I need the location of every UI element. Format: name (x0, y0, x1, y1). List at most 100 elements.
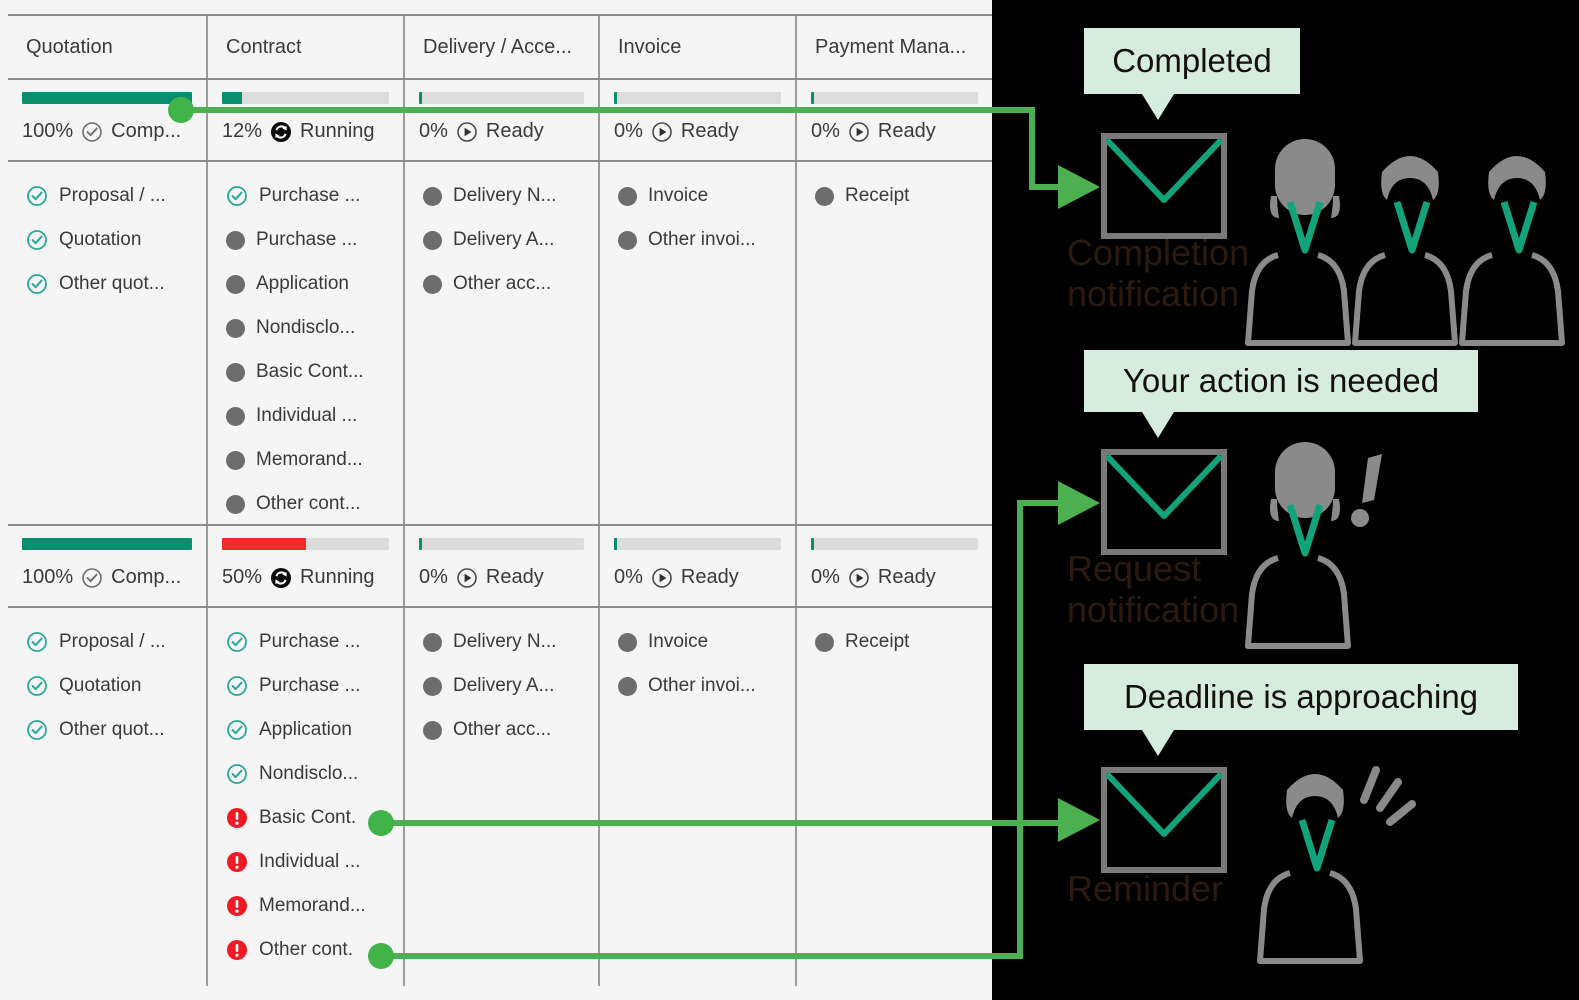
status-cell-1-4[interactable]: 0%Ready (797, 526, 992, 606)
table-header-row: Quotation Contract Delivery / Acce... In… (8, 16, 992, 80)
list-item[interactable]: Proposal / ... (26, 620, 196, 664)
column-header-contract[interactable]: Contract (208, 16, 405, 78)
list-item-label: Other quot... (59, 719, 165, 740)
process-table-area: Quotation Contract Delivery / Acce... In… (8, 14, 992, 986)
list-item[interactable]: Quotation (26, 218, 196, 262)
list-item[interactable]: Purchase ... (226, 218, 393, 262)
dot-grey-icon (226, 494, 245, 514)
progress-bar (811, 538, 978, 550)
status-label: Ready (680, 566, 739, 588)
list-item-label: Other acc... (453, 719, 552, 740)
list-item[interactable]: Quotation (26, 664, 196, 708)
list-item[interactable]: Delivery A... (423, 218, 588, 262)
list-item[interactable]: Application (226, 708, 393, 752)
list-item[interactable]: Purchase ... (226, 174, 393, 218)
progress-percent: 100% (22, 120, 74, 142)
status-label: Ready (485, 566, 544, 588)
list-item[interactable]: Purchase ... (226, 620, 393, 664)
list-item[interactable]: Delivery N... (423, 174, 588, 218)
column-header-invoice[interactable]: Invoice (600, 16, 797, 78)
progress-bar (419, 92, 584, 104)
progress-bar-fill (614, 538, 618, 550)
progress-bar (614, 538, 781, 550)
status-line: 50%Running (222, 566, 389, 589)
status-cell-0-4[interactable]: 0%Ready (797, 80, 992, 160)
dot-grey-icon (423, 632, 442, 652)
list-item[interactable]: Proposal / ... (26, 174, 196, 218)
dot-grey-icon (815, 186, 834, 206)
list-item[interactable]: Other quot... (26, 262, 196, 306)
check-circle-grey-icon (82, 121, 102, 142)
status-cell-1-1[interactable]: 50%Running (208, 526, 405, 606)
list-item[interactable]: Other acc... (423, 262, 588, 306)
list-item[interactable]: Memorand... (226, 884, 393, 928)
list-item-label: Application (256, 273, 349, 294)
progress-bar (22, 92, 192, 104)
list-item[interactable]: Other invoi... (618, 664, 785, 708)
list-item[interactable]: Basic Cont. (226, 796, 393, 840)
list-item[interactable]: Memorand... (226, 438, 393, 482)
list-item[interactable]: Invoice (618, 174, 785, 218)
list-item[interactable]: Other cont... (226, 482, 393, 524)
avatar (1459, 156, 1565, 346)
list-item-label: Invoice (648, 185, 709, 206)
list-item[interactable]: Individual ... (226, 394, 393, 438)
list-item-label: Purchase ... (259, 675, 361, 696)
list-item-label: Delivery A... (453, 675, 555, 696)
status-line: 0%Ready (419, 120, 584, 143)
envelope-icon[interactable] (1101, 767, 1227, 873)
list-item[interactable]: Nondisclo... (226, 752, 393, 796)
status-cell-0-0[interactable]: 100%Comp... (8, 80, 208, 160)
envelope-icon[interactable] (1101, 133, 1227, 239)
status-cell-1-2[interactable]: 0%Ready (405, 526, 600, 606)
list-item-label: Receipt (845, 631, 910, 652)
dot-grey-icon (618, 186, 637, 206)
list-item[interactable]: Nondisclo... (226, 306, 393, 350)
list-item[interactable]: Other quot... (26, 708, 196, 752)
list-item[interactable]: Other invoi... (618, 218, 785, 262)
list-item[interactable]: Receipt (815, 620, 982, 664)
status-cell-1-0[interactable]: 100%Comp... (8, 526, 208, 606)
list-item[interactable]: Delivery N... (423, 620, 588, 664)
list-item[interactable]: Application (226, 262, 393, 306)
alert-circle-red-icon (227, 940, 247, 960)
list-item[interactable]: Basic Cont... (226, 350, 393, 394)
check-circle-teal-icon (27, 230, 47, 250)
status-cell-0-3[interactable]: 0%Ready (600, 80, 797, 160)
status-label: Ready (877, 566, 936, 588)
list-item[interactable]: Purchase ... (226, 664, 393, 708)
list-item[interactable]: Individual ... (226, 840, 393, 884)
check-circle-teal-icon (227, 186, 247, 206)
play-circle-icon (849, 567, 869, 588)
status-cell-0-1[interactable]: 12%Running (208, 80, 405, 160)
list-item-label: Other acc... (453, 273, 552, 294)
list-item[interactable]: Invoice (618, 620, 785, 664)
list-item-label: Quotation (59, 675, 142, 696)
items-cell-0-2: Delivery N...Delivery A... Other acc... (405, 162, 600, 524)
sync-circle-icon (271, 121, 292, 142)
dot-grey-icon (226, 318, 245, 338)
column-header-delivery[interactable]: Delivery / Acce... (405, 16, 600, 78)
status-line: 0%Ready (419, 566, 584, 589)
column-header-payment[interactable]: Payment Mana... (797, 16, 992, 78)
list-item[interactable]: Delivery A... (423, 664, 588, 708)
status-line: 100%Comp... (22, 566, 192, 589)
reminder-notification-label: Reminder (1067, 868, 1224, 909)
list-item-label: Purchase ... (259, 631, 361, 652)
avatar (1245, 139, 1351, 346)
list-item-label: Nondisclo... (256, 317, 356, 338)
list-item[interactable]: Other acc... (423, 708, 588, 752)
list-item[interactable]: Receipt (815, 174, 982, 218)
column-header-label: Delivery / Acce... (423, 35, 572, 58)
status-cell-0-2[interactable]: 0%Ready (405, 80, 600, 160)
status-cell-1-3[interactable]: 0%Ready (600, 526, 797, 606)
column-header-quotation[interactable]: Quotation (8, 16, 208, 78)
list-item-label: Memorand... (256, 449, 363, 470)
envelope-icon[interactable] (1101, 449, 1227, 555)
list-item[interactable]: Other cont. (226, 928, 393, 972)
dot-grey-icon (618, 632, 637, 652)
